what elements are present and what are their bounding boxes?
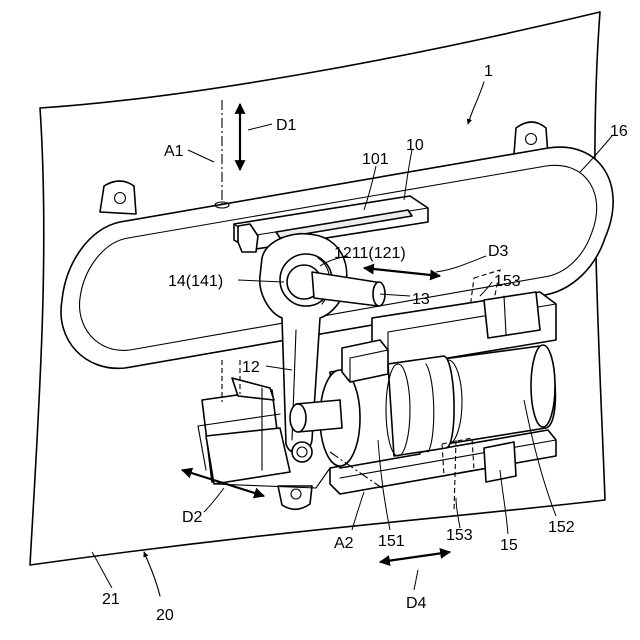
leader-d1 [248,124,272,130]
leader-15 [500,470,508,534]
label-1211: 1211(121) [334,245,406,262]
label-13: 13 [412,291,430,308]
label-153-bottom: 153 [446,527,473,544]
arrow-d4 [380,552,450,562]
arrow-ref-1 [468,82,484,124]
label-12: 12 [242,359,260,376]
label-15: 15 [500,537,518,554]
label-10: 10 [406,137,424,154]
leader-a2 [352,492,364,530]
mounting-tab-left [100,181,136,214]
label-153-top: 153 [494,273,521,290]
label-151: 151 [378,533,405,550]
leader-21 [92,552,112,588]
label-a2: A2 [334,535,354,552]
label-16: 16 [610,123,628,140]
arrow-ref-20 [144,552,160,596]
label-a1: A1 [164,143,184,160]
label-101: 101 [362,151,389,168]
label-1: 1 [484,63,493,80]
label-d3: D3 [488,243,509,260]
label-d4: D4 [406,595,427,612]
leader-a1 [188,150,214,162]
leader-d4 [414,570,418,590]
label-14: 14(141) [168,273,223,290]
leader-153-bottom [456,498,460,528]
label-152: 152 [548,519,575,536]
leader-d2 [204,488,224,512]
label-d2: D2 [182,509,203,526]
label-d1: D1 [276,117,297,134]
mounting-tab-bottom [278,486,312,509]
label-20: 20 [156,607,174,624]
arm-block [342,340,388,382]
label-21: 21 [102,591,120,608]
